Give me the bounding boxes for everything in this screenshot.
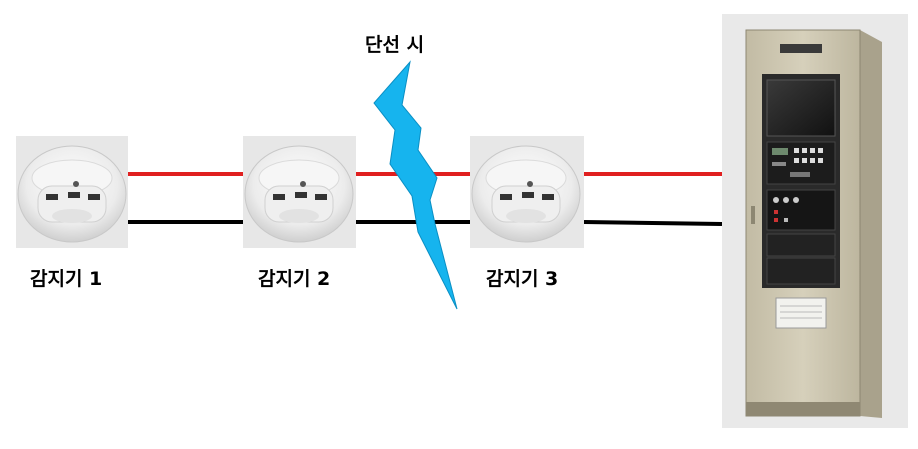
black-wire-segment-3 [583,220,723,226]
smoke-detector-2 [243,136,356,248]
detector-2-label: 감지기 2 [258,268,331,290]
detector-1-label: 감지기 1 [30,268,103,290]
smoke-detector-3 [470,136,584,248]
fire-alarm-control-panel [722,14,908,428]
smoke-detector-1 [16,136,128,248]
detector-3-label: 감지기 3 [486,268,559,290]
wire-break-label: 단선 시 [365,34,425,56]
wire-break-lightning-icon [373,60,458,310]
panel-label-sticker [775,297,827,329]
panel-door-handle [751,206,755,224]
panel-monitor [766,79,836,137]
